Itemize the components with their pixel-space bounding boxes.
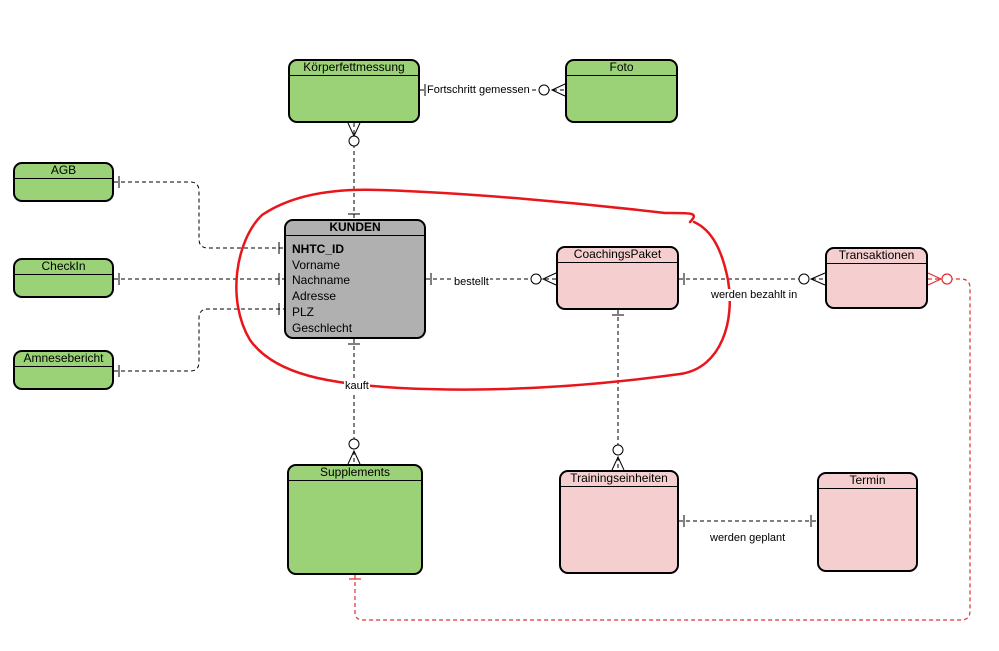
entity-title: Foto xyxy=(567,61,676,76)
entity-coachingspaket[interactable]: CoachingsPaket xyxy=(556,246,679,310)
entity-title: CoachingsPaket xyxy=(558,248,677,263)
entity-termin[interactable]: Termin xyxy=(817,472,918,572)
attribute: Vorname xyxy=(292,257,341,272)
optional-marker xyxy=(348,438,360,450)
relationship-label-geplant: werden geplant xyxy=(709,532,787,544)
attribute: Adresse xyxy=(292,289,337,304)
entity-transaktionen[interactable]: Transaktionen xyxy=(825,247,928,309)
entity-title: AGB xyxy=(15,164,112,179)
relationship-label-bezahlt: werden bezahlt in xyxy=(710,289,799,301)
entity-koerperfettmessung[interactable]: Körperfettmessung xyxy=(288,59,420,123)
entity-trainingseinheiten[interactable]: Trainingseinheiten xyxy=(559,470,679,574)
relationship-label-fortschritt: Fortschritt gemessen xyxy=(426,84,531,96)
optional-marker xyxy=(798,273,810,285)
connector-amnese-kunden xyxy=(114,308,284,372)
relationship-label-bestellt: bestellt xyxy=(453,276,490,288)
optional-marker xyxy=(941,273,953,285)
optional-marker xyxy=(612,444,624,456)
entity-title: Transaktionen xyxy=(827,249,926,264)
entity-title: CheckIn xyxy=(15,260,112,275)
entity-title: Amnesebericht xyxy=(15,352,112,367)
optional-marker xyxy=(348,135,360,147)
entity-checkin[interactable]: CheckIn xyxy=(13,258,114,298)
connector-agb-kunden xyxy=(114,181,284,249)
entity-title: KUNDEN xyxy=(286,221,424,236)
attribute: Geschlecht xyxy=(292,320,353,335)
relationship-label-kauft: kauft xyxy=(344,380,370,392)
attribute-primary-key: NHTC_ID xyxy=(292,242,345,256)
attribute-list: NHTC_ID Vorname Nachname Adresse PLZ Ges… xyxy=(286,236,424,336)
entity-foto[interactable]: Foto xyxy=(565,59,678,123)
entity-supplements[interactable]: Supplements xyxy=(287,464,423,575)
entity-kunden[interactable]: KUNDEN NHTC_ID Vorname Nachname Adresse … xyxy=(284,219,426,339)
entity-title: Termin xyxy=(819,474,916,489)
attribute: PLZ xyxy=(292,304,315,319)
annotation-circle xyxy=(235,188,732,391)
entity-title: Körperfettmessung xyxy=(290,61,418,76)
optional-marker xyxy=(538,84,550,96)
attribute: Nachname xyxy=(292,273,351,288)
optional-marker xyxy=(530,273,542,285)
entity-agb[interactable]: AGB xyxy=(13,162,114,202)
entity-title: Supplements xyxy=(289,466,421,481)
entity-amnesebericht[interactable]: Amnesebericht xyxy=(13,350,114,390)
entity-title: Trainingseinheiten xyxy=(561,472,677,487)
connector-supplements-transaktionen xyxy=(354,278,971,621)
